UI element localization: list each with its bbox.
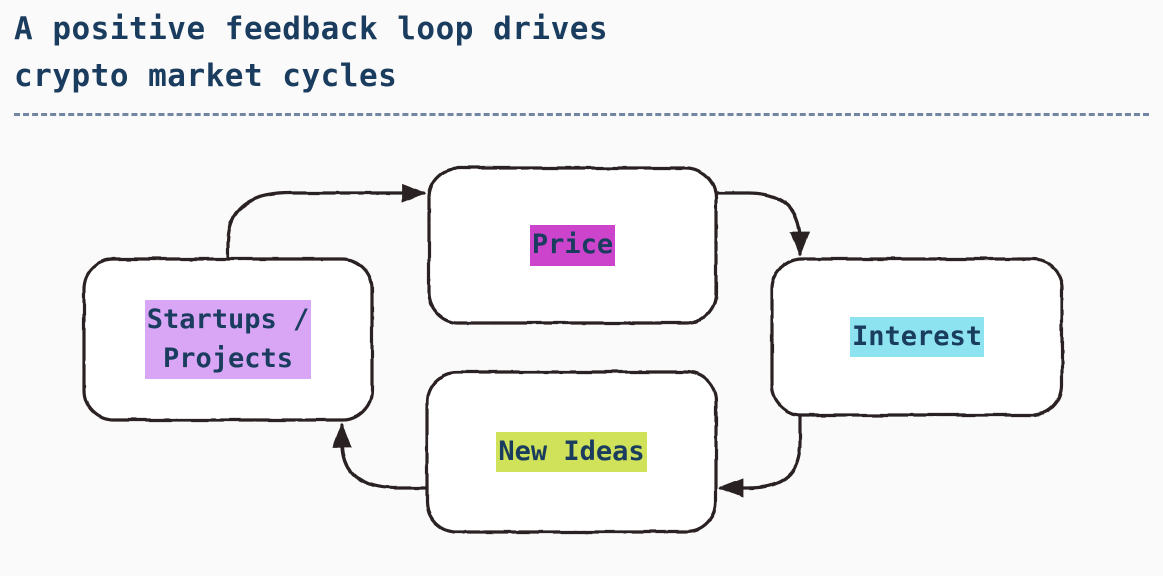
edge-price-to-interest [714,191,810,257]
edge-new-ideas-to-startups [332,422,429,490]
node-box-new-ideas[interactable] [425,370,718,534]
feedback-loop-diagram: Startups / Projects Price Interest New I… [0,118,1163,576]
edge-interest-to-new-ideas [718,413,802,498]
node-box-startups[interactable] [82,257,374,422]
edge-startups-to-price [226,183,427,261]
node-box-price[interactable] [427,166,718,325]
title-divider [14,113,1149,116]
header: A positive feedback loop drives crypto m… [0,0,1163,118]
diagram-canvas [82,166,1064,534]
page-title: A positive feedback loop drives crypto m… [14,11,609,95]
node-box-interest[interactable] [770,257,1064,417]
